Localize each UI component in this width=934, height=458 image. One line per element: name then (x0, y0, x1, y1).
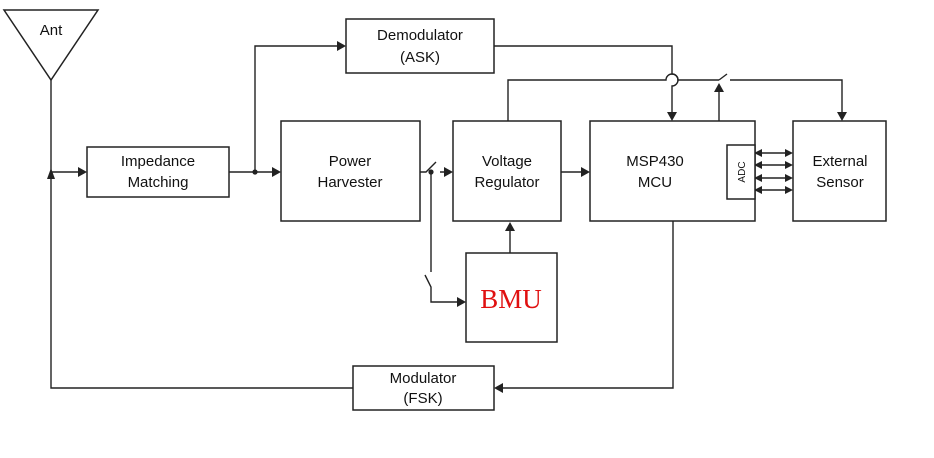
regulator-label-2: Regulator (474, 174, 539, 191)
demodulator-label-2: (ASK) (400, 49, 440, 66)
arrow-bmu-to-regulator (505, 222, 515, 231)
impedance-label-2: Matching (128, 174, 189, 191)
arrow-to-regulator (444, 167, 453, 177)
modulator-label-2: (FSK) (403, 390, 442, 407)
bus-arrow (785, 186, 793, 194)
impedance-matching-block: Impedance Matching (86, 146, 230, 198)
adc-block (726, 144, 756, 200)
bus-arrow (785, 149, 793, 157)
arrow-to-bmu (457, 297, 466, 307)
power-harvester-block: Power Harvester (280, 120, 421, 222)
mcu-label-2: MCU (638, 174, 672, 191)
demodulator-label-1: Demodulator (377, 27, 463, 44)
mcu-to-modulator-line (499, 221, 674, 389)
arrow-to-sensor (837, 112, 847, 121)
adc-label: ADC (737, 161, 748, 182)
harvester-to-regulator-line (420, 161, 448, 173)
arrowheads (78, 41, 847, 393)
modulator-block: Modulator (FSK) (352, 365, 495, 411)
demodulator-block: Demodulator (ASK) (345, 18, 495, 74)
bus-arrow (754, 161, 762, 169)
bmu-block: BMU (465, 252, 558, 343)
modulator-label-1: Modulator (390, 370, 457, 387)
connections (47, 45, 843, 389)
junction-arrow (47, 168, 55, 179)
mcu-label-1: MSP430 (626, 153, 684, 170)
bus-arrow (754, 186, 762, 194)
bmu-branch-line (424, 172, 461, 303)
arrow-to-mcu (581, 167, 590, 177)
harvester-label-1: Power (329, 153, 372, 170)
bus-arrow (754, 174, 762, 182)
impedance-label-1: Impedance (121, 153, 195, 170)
mcu-block: MSP430 MCU ADC (589, 120, 756, 222)
arrow-to-harvester (272, 167, 281, 177)
branch-to-demodulator-line (254, 45, 341, 172)
sensor-label-2: Sensor (816, 174, 864, 191)
antenna-label: Ant (40, 22, 63, 39)
sensor-supply-switch (718, 73, 728, 81)
bus-arrow (754, 149, 762, 157)
arrow-to-mcu-top (667, 112, 677, 121)
antenna: Ant (2, 9, 100, 82)
regulator-label-1: Voltage (482, 153, 532, 170)
arrow-to-impedance (78, 167, 87, 177)
arrow-to-switch (714, 83, 724, 92)
voltage-regulator-block: Voltage Regulator (452, 120, 562, 222)
external-sensor-block: External Sensor (792, 120, 887, 222)
arrow-to-demodulator (337, 41, 346, 51)
junction-dot (252, 169, 258, 175)
bmu-label: BMU (480, 284, 542, 314)
junction-dot (428, 169, 434, 175)
bus-arrow (785, 161, 793, 169)
bus-arrow (785, 174, 793, 182)
harvester-label-2: Harvester (317, 174, 382, 191)
regulator-to-sensor-line (507, 73, 843, 121)
antenna-feed-line (50, 80, 353, 389)
sensor-label-1: External (812, 153, 867, 170)
arrow-to-modulator (494, 383, 503, 393)
